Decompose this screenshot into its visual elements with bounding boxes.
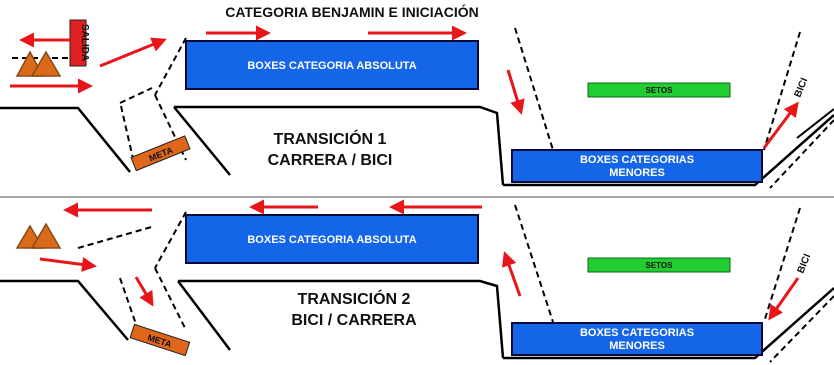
bici-label: BICI bbox=[796, 252, 814, 275]
meta-sign: META bbox=[130, 135, 191, 172]
dashed-line bbox=[763, 207, 801, 323]
course-line bbox=[0, 106, 131, 173]
box-absoluta-label: BOXES CATEGORIA ABSOLUTA bbox=[247, 60, 416, 72]
box-menores-label-1: BOXES CATEGORIAS bbox=[580, 154, 694, 166]
arrow-icon bbox=[506, 69, 525, 115]
dashed-line bbox=[514, 27, 554, 151]
setos-label: SETOS bbox=[646, 261, 674, 270]
dashed-line bbox=[119, 87, 153, 104]
course-line bbox=[796, 108, 834, 139]
box-menores-label-1: BOXES CATEGORIAS bbox=[580, 327, 694, 339]
arrow-icon bbox=[768, 277, 800, 321]
setos-hedge: SETOS bbox=[587, 257, 731, 273]
arrows bbox=[10, 25, 799, 149]
transition-title-line2: BICI / CARRERA bbox=[291, 312, 417, 329]
dashed-line bbox=[154, 211, 187, 269]
panel-transition-2: BOXES CATEGORIA ABSOLUTA BOXES CATEGORIA… bbox=[0, 199, 834, 363]
course-line bbox=[503, 287, 834, 360]
course-line bbox=[178, 279, 505, 359]
arrow-icon bbox=[134, 276, 154, 307]
transition-title-line1: TRANSICIÓN 1 bbox=[274, 129, 387, 148]
dashed-line bbox=[769, 295, 834, 363]
arrow-icon bbox=[99, 37, 167, 68]
cones-icon bbox=[15, 50, 62, 77]
box-menores-label-2: MENORES bbox=[609, 340, 665, 352]
dashed-line bbox=[120, 105, 135, 164]
salida-label: SALIDA bbox=[79, 24, 90, 61]
transition-title-line1: TRANSICIÓN 2 bbox=[298, 289, 411, 308]
dashed-line bbox=[514, 204, 554, 323]
dashed-line bbox=[154, 37, 187, 96]
box-menores: BOXES CATEGORIAS MENORES bbox=[511, 149, 763, 183]
bici-label: BICI bbox=[793, 76, 811, 99]
cones-icon bbox=[15, 222, 62, 249]
arrow-icon bbox=[762, 101, 799, 149]
course-line bbox=[0, 279, 129, 341]
dashed-line bbox=[119, 277, 139, 331]
dashed-line bbox=[154, 267, 187, 331]
arrows bbox=[39, 199, 800, 321]
course-line bbox=[174, 105, 505, 186]
dashed-line bbox=[769, 119, 834, 189]
course-line bbox=[177, 280, 231, 351]
meta-sign: META bbox=[129, 323, 191, 357]
salida-sign: SALIDA bbox=[69, 19, 90, 67]
box-menores-label-2: MENORES bbox=[609, 167, 665, 179]
panel-transition-1: SALIDA BOXES CATEGORIA ABSOLUTA BOXES CA… bbox=[0, 19, 834, 189]
course-line bbox=[503, 114, 834, 187]
box-absoluta: BOXES CATEGORIA ABSOLUTA bbox=[185, 214, 479, 264]
setos-hedge: SETOS bbox=[587, 82, 731, 98]
arrow-icon bbox=[501, 251, 522, 297]
box-absoluta: BOXES CATEGORIA ABSOLUTA bbox=[185, 40, 479, 90]
arrow-icon bbox=[39, 257, 97, 272]
dashed-line bbox=[763, 31, 801, 151]
course-line bbox=[173, 106, 231, 176]
box-menores: BOXES CATEGORIAS MENORES bbox=[511, 322, 763, 356]
transition-title-line2: CARRERA / BICI bbox=[268, 152, 393, 169]
box-absoluta-label: BOXES CATEGORIA ABSOLUTA bbox=[247, 234, 416, 246]
diagram-title: CATEGORIA BENJAMIN E INICIACIÓN bbox=[225, 3, 479, 20]
dashed-line bbox=[77, 225, 156, 249]
setos-label: SETOS bbox=[646, 86, 674, 95]
